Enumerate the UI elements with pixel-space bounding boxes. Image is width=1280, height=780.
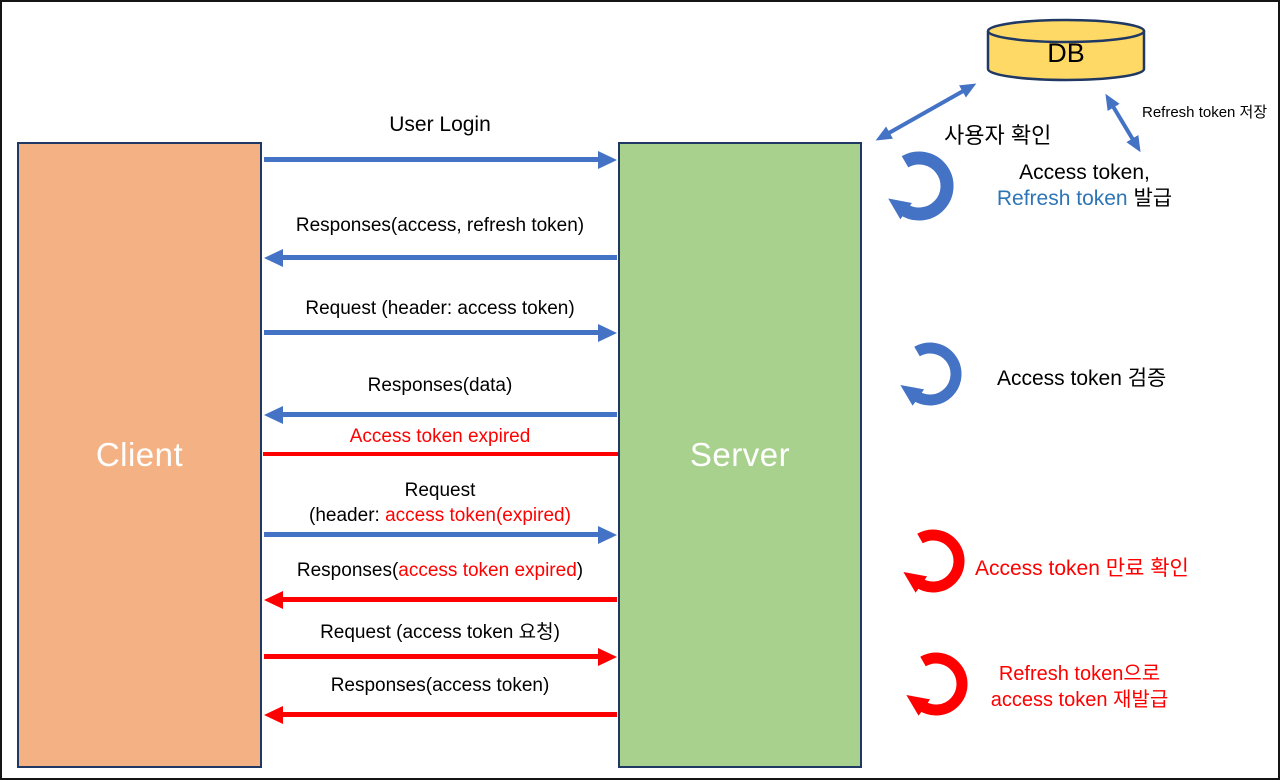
verify-token-loop-arrow bbox=[900, 342, 962, 406]
token-expired-line bbox=[263, 452, 618, 456]
request-expired-red: access token(expired) bbox=[385, 505, 571, 526]
responses-expired-arrow bbox=[283, 597, 617, 602]
client-box: Client bbox=[17, 142, 262, 768]
message-label-request-expired-line1: Request bbox=[404, 480, 476, 501]
annotation-token-issue: Access token, Refresh token 발급 bbox=[977, 160, 1192, 212]
message-label-responses-data: Responses(data) bbox=[367, 375, 513, 396]
annotation-user-check: 사용자 확인 bbox=[944, 123, 1052, 148]
request-new-token-arrow bbox=[264, 654, 598, 659]
request-expired-prefix: (header: bbox=[309, 505, 386, 526]
server-box: Server bbox=[618, 142, 862, 768]
message-label-request-new-token: Request (access token 요청) bbox=[320, 622, 560, 643]
annotation-expired-check: Access token 만료 확인 bbox=[975, 557, 1189, 580]
responses-expired-red: access token expired bbox=[398, 560, 577, 581]
database-cylinder-icon bbox=[986, 18, 1146, 82]
message-label-token-expired: Access token expired bbox=[349, 426, 531, 447]
server-db-double-arrow bbox=[875, 83, 977, 141]
reissue-loop-arrow bbox=[906, 652, 968, 716]
annotation-verify: Access token 검증 bbox=[997, 367, 1167, 390]
db-label: DB bbox=[1047, 38, 1085, 68]
client-label: Client bbox=[95, 436, 184, 473]
expired-check-loop-arrow bbox=[903, 529, 965, 593]
annotation-reissue: Refresh token으로 access token 재발급 bbox=[957, 661, 1202, 713]
annotation-reissue-line1: Refresh token으로 bbox=[998, 663, 1161, 685]
message-label-user-login: User Login bbox=[389, 113, 491, 136]
annotation-refresh-store: Refresh token 저장 bbox=[1142, 104, 1268, 121]
annotation-token-issue-black: 발급 bbox=[1127, 187, 1173, 210]
request-access-token-arrow bbox=[264, 330, 598, 335]
issue-token-loop-arrow bbox=[888, 151, 954, 221]
responses-expired-prefix: Responses( bbox=[296, 560, 399, 581]
annotation-reissue-line2: access token 재발급 bbox=[990, 689, 1169, 711]
responses-access-token-arrow bbox=[283, 712, 617, 717]
annotation-token-issue-line1: Access token, bbox=[1019, 161, 1150, 184]
user-login-arrow bbox=[264, 157, 598, 162]
responses-tokens-arrow bbox=[283, 255, 617, 260]
message-label-responses-tokens: Responses(access, refresh token) bbox=[295, 215, 585, 236]
message-label-request-expired-line2: (header: access token(expired) bbox=[262, 503, 618, 528]
server-label: Server bbox=[689, 436, 791, 473]
responses-data-arrow bbox=[283, 412, 617, 417]
responses-expired-suffix: ) bbox=[576, 560, 584, 581]
request-expired-arrow bbox=[264, 532, 598, 537]
message-label-responses-expired: Responses(access token expired) bbox=[262, 558, 618, 583]
message-label-responses-access-token: Responses(access token) bbox=[330, 675, 550, 696]
annotation-token-issue-blue: Refresh token bbox=[996, 187, 1128, 210]
db-store-double-arrow bbox=[1105, 93, 1141, 153]
message-label-request-access-token: Request (header: access token) bbox=[305, 298, 575, 319]
